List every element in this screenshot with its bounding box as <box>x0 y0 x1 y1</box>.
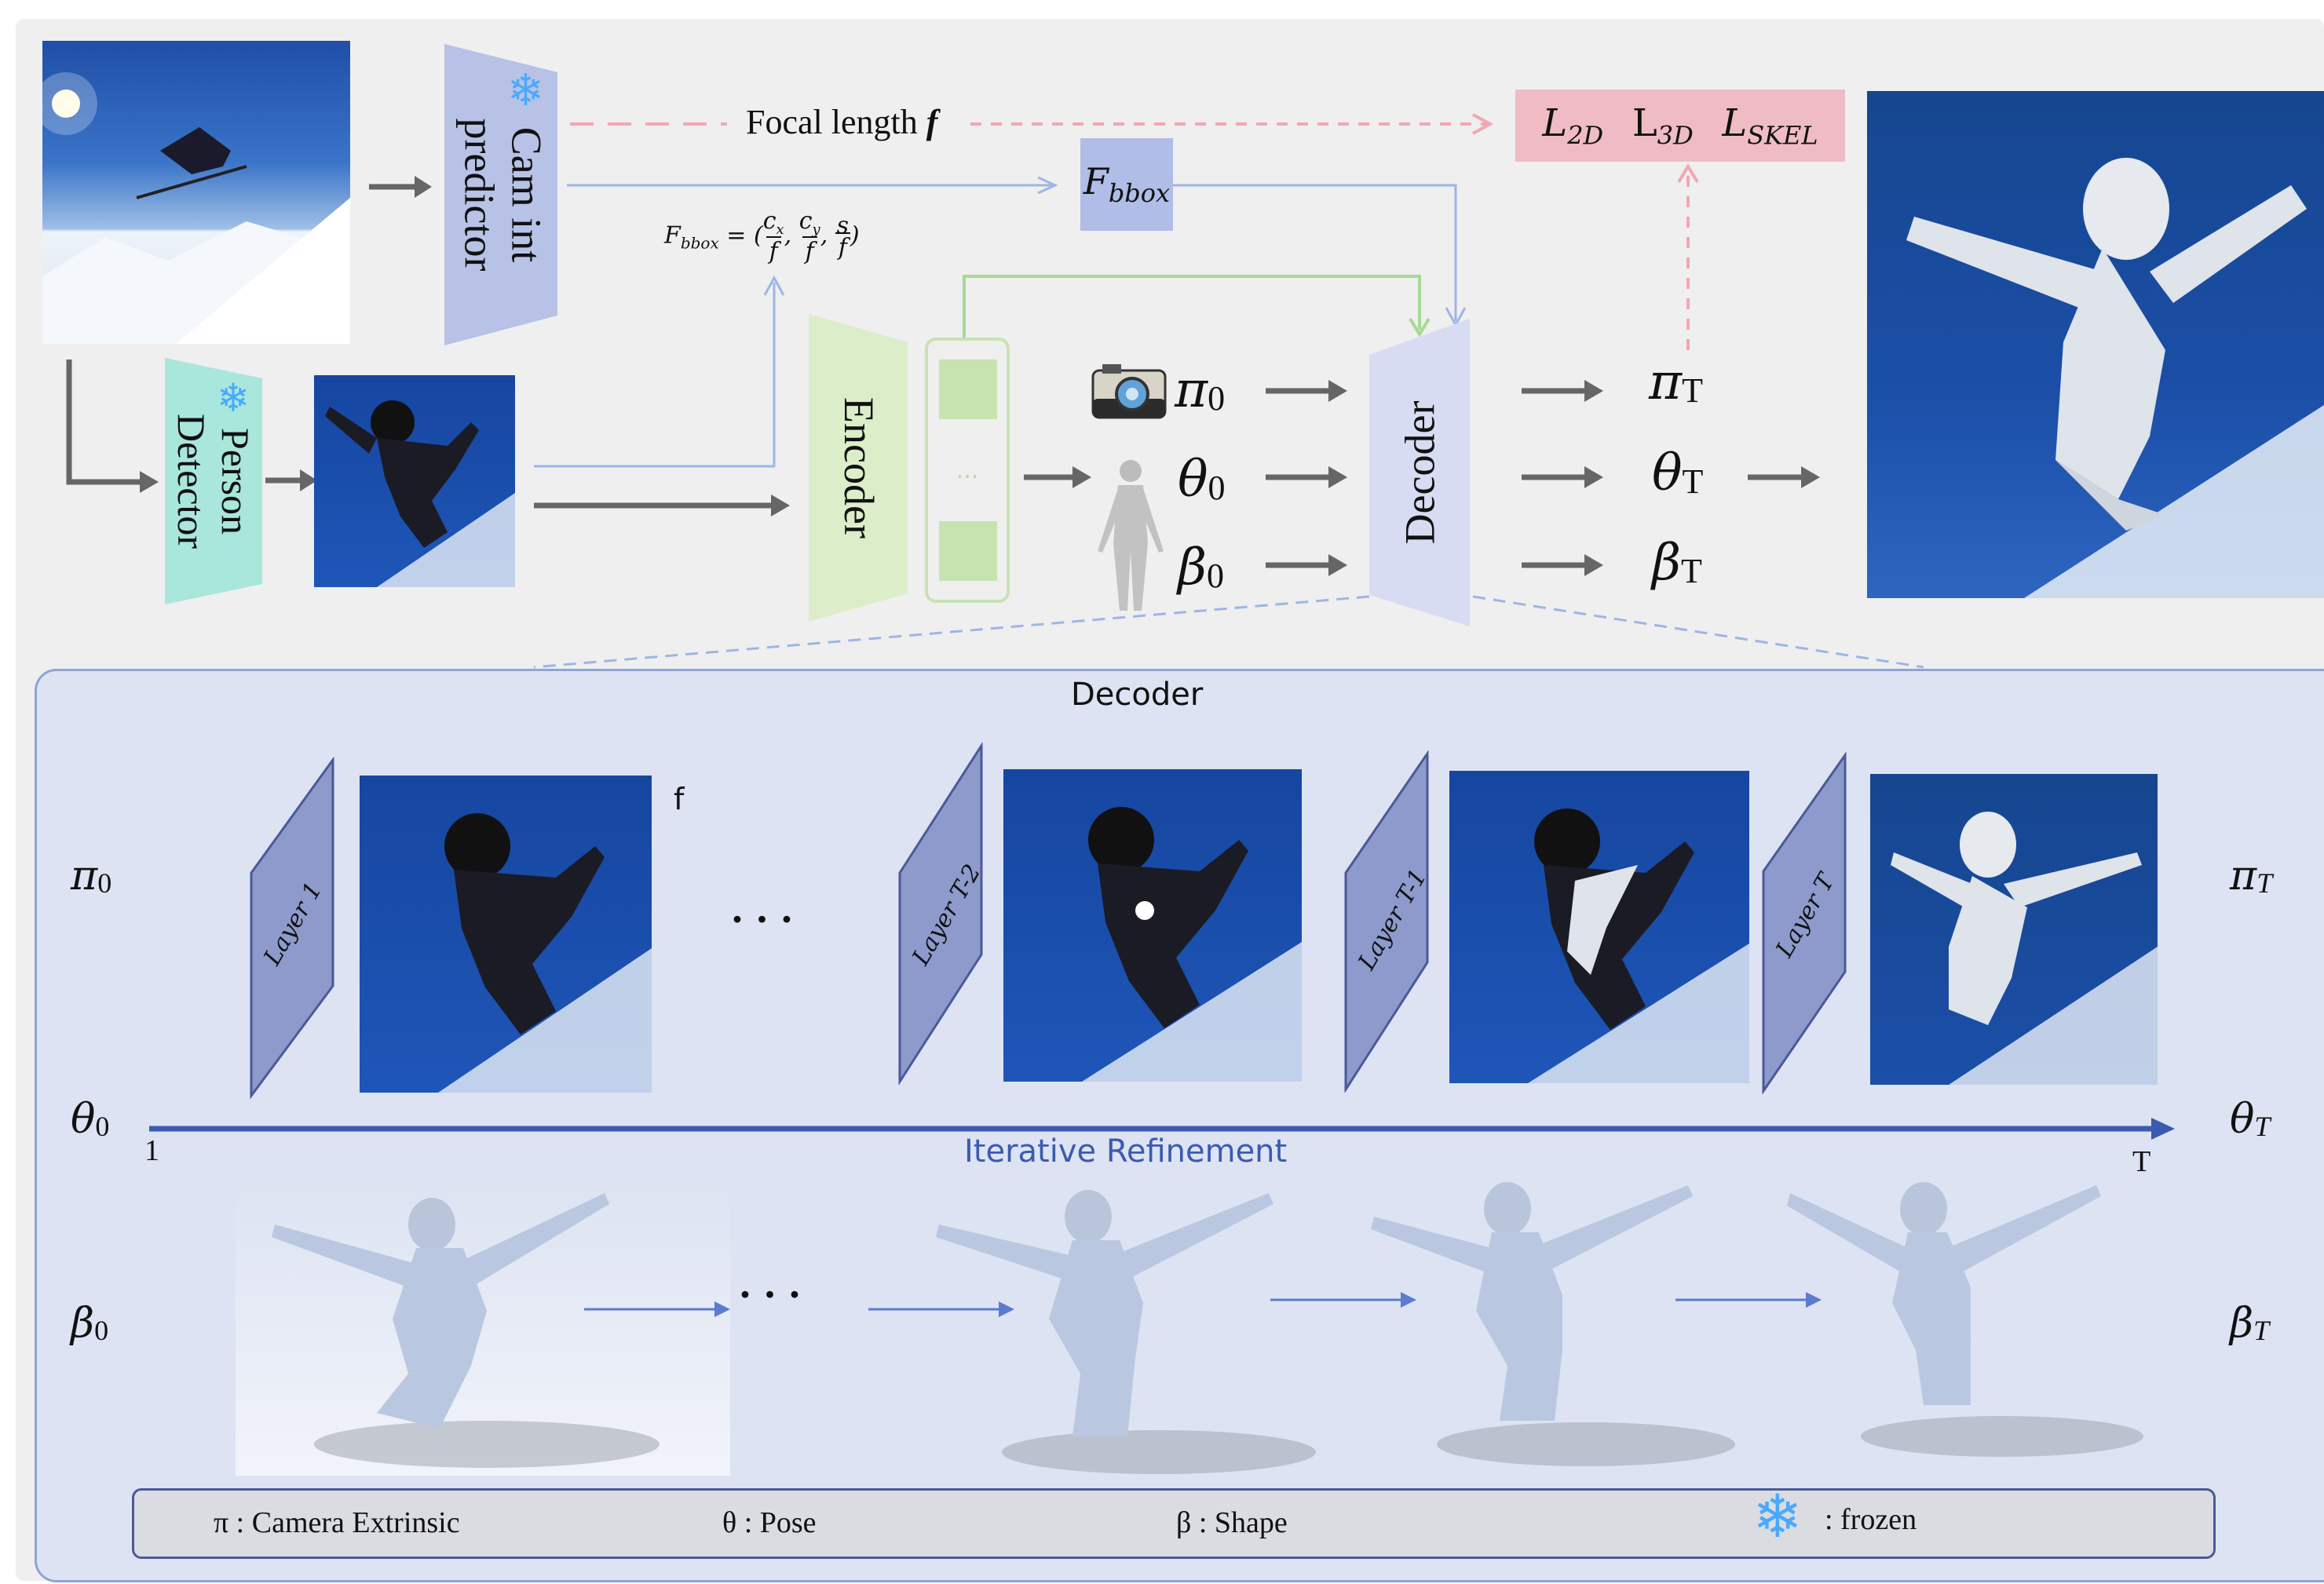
param-theta-0: θ0 <box>1178 451 1226 509</box>
arrow-crop-to-fbbox <box>534 275 785 468</box>
snowflake-icon: ❄ <box>507 65 544 116</box>
encoder-label: Encoder <box>835 397 882 538</box>
arrow-output-to-loss <box>1677 163 1699 350</box>
param-theta-T: θT <box>1652 444 1704 502</box>
mesh-render-4 <box>1782 1170 2191 1476</box>
arrow-tokens-to-params <box>1024 466 1091 488</box>
param-pi-0: π0 <box>1175 361 1226 419</box>
person-detector-label: Person Detector <box>170 413 258 549</box>
legend-frozen: : frozen <box>1825 1503 1917 1536</box>
decoder <box>1369 319 1470 626</box>
legend-theta: θ : Pose <box>722 1506 817 1539</box>
iterative-refinement-label: Iterative Refinement <box>964 1133 1288 1170</box>
fbbox-box: Fbbox <box>1080 138 1173 231</box>
legend-beta: β : Shape <box>1176 1506 1288 1539</box>
token-stack: ... <box>925 338 1010 603</box>
param-beta-0: β0 <box>1178 538 1224 597</box>
zoom-lines <box>533 595 1924 669</box>
arrows-decoder-to-outputs <box>1522 380 1603 576</box>
token <box>939 521 997 581</box>
arrow-crop-to-encoder <box>534 495 790 516</box>
focal-length-label: Focal length f <box>746 103 938 141</box>
param-beta-T: βT <box>1652 534 1702 592</box>
decoder-panel-title: Decoder <box>1071 677 1204 713</box>
layer-t-1-image <box>1449 771 1749 1083</box>
ellipsis-bottom: · · · <box>738 1271 802 1318</box>
ski-jump-scene <box>42 72 350 344</box>
person-detector <box>165 358 262 604</box>
mesh-render-3 <box>1366 1170 1790 1476</box>
snowflake-icon: ❄ <box>1752 1481 1803 1551</box>
camera-icon <box>1090 360 1168 421</box>
ellipsis-top: · · · <box>730 896 795 943</box>
mesh-arrow-1 <box>584 1301 730 1317</box>
loss-box: L2D L3D LSKEL <box>1515 89 1845 162</box>
legend-bar <box>132 1488 2216 1559</box>
cropped-person-image <box>314 375 515 587</box>
arrows-params-to-decoder <box>1266 380 1347 576</box>
panel-label-theta-T: θT <box>2230 1096 2271 1143</box>
decoder-label: Decoder <box>1396 400 1444 545</box>
token-dots: ... <box>956 457 979 484</box>
human-body-icon <box>1090 457 1171 617</box>
panel-label-beta-0: β0 <box>71 1300 109 1347</box>
snowflake-icon: ❄ <box>217 375 250 421</box>
input-image <box>42 41 350 344</box>
arrow-cam-to-fbbox <box>567 176 1058 195</box>
layer-t-image <box>1870 774 2158 1085</box>
arrow-outputs-to-image <box>1748 466 1820 488</box>
skier-crop <box>325 400 515 587</box>
mesh-arrow-4 <box>1675 1292 1822 1308</box>
output-image <box>1867 91 2324 598</box>
mesh-render-2 <box>923 1170 1379 1476</box>
arrow-image-to-detector <box>66 360 159 493</box>
param-pi-T: πT <box>1649 353 1703 411</box>
skeleton-overlay-scene <box>1906 158 2324 598</box>
axis-start-label: 1 <box>144 1134 159 1167</box>
arrow-tokens-to-decoder <box>963 275 1431 338</box>
panel-label-pi-T: πT <box>2230 852 2273 900</box>
token <box>939 360 997 419</box>
axis-end-label: T <box>2132 1145 2151 1178</box>
layer-plane-t-1 <box>1344 750 1429 1093</box>
cam-int-predictor <box>444 44 557 345</box>
mesh-render-1 <box>236 1177 730 1476</box>
layer-plane-t <box>1762 752 1847 1094</box>
mesh-arrow-3 <box>1270 1292 1416 1308</box>
panel-label-theta-0: θ0 <box>71 1096 110 1143</box>
layer-1-image <box>360 776 652 1093</box>
panel-label-beta-T: βT <box>2230 1300 2270 1347</box>
legend-pi: π : Camera Extrinsic <box>214 1506 460 1539</box>
focal-f-label: f <box>674 782 685 816</box>
mesh-arrow-2 <box>868 1301 1014 1317</box>
panel-label-pi-0: π0 <box>71 852 112 900</box>
focal-length-arrow <box>570 113 1494 135</box>
layer-plane-t-2 <box>898 743 983 1085</box>
layer-t-2-image <box>1003 769 1302 1082</box>
layer-plane-1 <box>250 757 334 1099</box>
arrow-image-to-cam <box>369 176 432 198</box>
arrow-detector-to-crop <box>265 469 317 491</box>
encoder <box>809 314 908 622</box>
iterative-refinement-axis <box>149 1118 2175 1140</box>
